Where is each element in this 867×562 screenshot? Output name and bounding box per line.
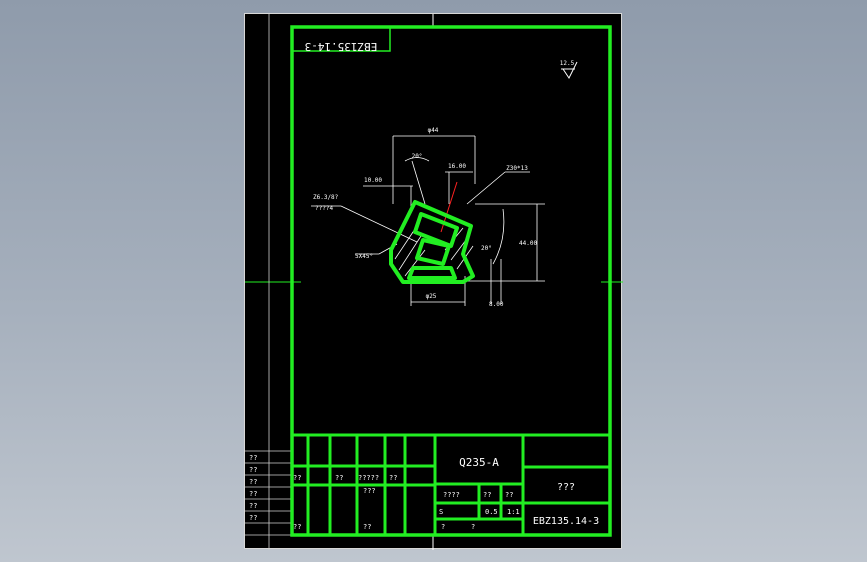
code-stamp-box	[291, 26, 391, 52]
drawing-sheet: EBZ135.14-3 12.5	[244, 13, 623, 550]
sheet-q2: ?	[471, 523, 475, 531]
roughness-symbol: 12.5	[560, 60, 578, 79]
dim-angle-top: 20°	[412, 153, 423, 160]
weight-value: 0.5	[485, 508, 498, 516]
material-label: Q235-A	[459, 456, 499, 469]
drawing-number: EBZ135.14-3	[533, 516, 599, 527]
tb-row-label: ??	[389, 474, 397, 482]
cell-q1: ??	[483, 491, 491, 499]
dim-hole-spec-2: ????4	[315, 205, 333, 212]
side-label: ??	[249, 478, 257, 486]
dim-thread: Z30*13	[506, 165, 528, 172]
dim-angle-right: 20°	[481, 245, 492, 252]
dim-h44: 44.00	[519, 240, 537, 247]
scale-ratio: 1:1	[507, 508, 520, 516]
side-label: ??	[249, 454, 257, 462]
side-label: ??	[249, 514, 257, 522]
title-block-grid	[290, 433, 612, 537]
dim-chamfer: 5X45°	[355, 253, 373, 260]
part-name: ???	[557, 482, 575, 493]
tb-row-label: ?????	[358, 474, 379, 482]
side-strip-grid	[245, 450, 292, 536]
drawing-canvas: EBZ135.14-3 12.5	[245, 14, 623, 550]
side-label: ??	[249, 490, 257, 498]
dim-hole-spec-1: Z6.3/8?	[313, 194, 339, 201]
cell-q2: ??	[505, 491, 513, 499]
tb-row-label: ??	[293, 474, 301, 482]
roughness-value: 12.5	[560, 60, 575, 67]
tb-row-label: ??	[363, 523, 371, 531]
side-label: ??	[249, 466, 257, 474]
dim-d16: 16.00	[448, 163, 466, 170]
tb-row-label: ??	[293, 523, 301, 531]
stage-mark: S	[439, 508, 443, 516]
dimension-texts: φ44 20° 16.00 10.00 Z30*13 Z6.3/8? ????4…	[313, 127, 537, 308]
scale-heading: ????	[443, 491, 460, 499]
dim-d44: φ44	[428, 127, 439, 134]
dimension-lines	[311, 135, 545, 306]
part-outline	[389, 200, 475, 284]
dim-d25: φ25	[426, 293, 437, 300]
dim-d10: 10.00	[364, 177, 382, 184]
side-label: ??	[249, 502, 257, 510]
tb-row-label: ???	[363, 487, 376, 495]
tb-row-label: ??	[335, 474, 343, 482]
dim-d8: 8.00	[489, 301, 504, 308]
sheet-q1: ?	[441, 523, 445, 531]
code-stamp-text: EBZ135.14-3	[305, 40, 378, 53]
